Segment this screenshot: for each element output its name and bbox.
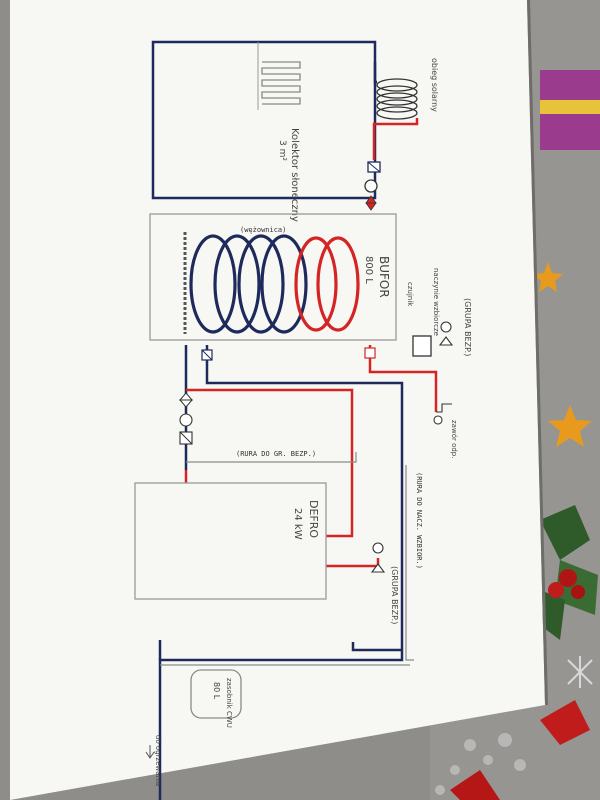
vent-valve: zawór odp. [433,403,458,458]
collector-meander [261,61,301,105]
solar-collector [151,40,377,200]
holly-decoration [540,505,598,640]
buffer-capacity: 800 L [363,256,374,284]
heating-outlet: do ogrzewania [145,735,162,786]
pencil-pipe-expansion [405,465,414,661]
left-valve-group [178,347,376,445]
star-decoration [533,262,592,447]
cold-return-pipe [158,345,404,800]
safety-group-bottom: (GRUPA BEZP.) [370,542,399,624]
solar-cold-pipe [373,62,377,84]
left-ball-valve-icon [178,392,194,408]
buffer-tank: (wężownica) BUFOR 800 L czujnik [149,213,414,341]
tinsel-decoration [435,733,526,795]
collector-label: Kolektor słoneczny [289,128,300,222]
dhw-tank-capacity: 80 L [212,682,221,700]
buffer-coil-cold [189,234,308,334]
collector-outline [151,40,377,200]
solar-hot-pipe [372,118,419,160]
boiler-title: DEFRO [307,500,320,538]
boiler-defro: DEFRO 24 kW [134,482,327,600]
safety-group-bottom-label: (GRUPA BEZP.) [390,566,399,624]
dhw-tank-icon [412,335,432,357]
gift-ribbon-decoration [540,70,600,150]
boiler-outline [134,482,327,600]
buffer-coil-hot [294,236,360,332]
left-pump-icon [179,413,193,427]
to-heating-label: do ogrzewania [154,735,162,786]
red-bow-decoration [450,700,590,800]
solar-coil [376,78,418,120]
paper-shadow [527,0,548,705]
buffer-coil-label: (wężownica) [240,226,286,234]
safety-group-top: (GRUPA BEZP.) naczynie wzbiorcze [432,268,472,356]
solar-loop-label: obieg solarny [430,58,439,112]
buffer-sensor-label: czujnik [406,282,414,307]
pencil-pipe-to-safety [186,452,357,463]
solar-ball-valve-icon [365,195,377,211]
buffer-title: BUFOR [377,256,391,298]
vent-valve-label: zawór odp. [450,420,458,458]
dhw-tank-label: zasobnik CWU [225,678,233,728]
dhw-tank: zasobnik CWU 80 L [190,669,242,728]
boiler-power: 24 kW [292,508,303,540]
to-safety-group-label: (RURA DO GR. BEZP.) [236,450,316,458]
to-expansion-label: (RURA DO NACZ. WZBIOR.) [415,472,423,569]
dhw-tank-outline [190,669,242,719]
safety-group-top-label: (GRUPA BEZP.) [463,298,472,356]
buffer-outline [149,213,397,341]
solar-pump-icon [364,179,378,193]
collector-area-label: 3 m² [277,140,287,161]
hot-boiler-pipe [186,388,354,538]
cold-right-pipe [351,642,402,652]
paper-sheet [10,0,545,800]
buffer-outlet-valve [364,347,376,359]
expansion-vessel-label-top: naczynie wzbiorcze [432,268,440,336]
snowflake-decoration [567,656,593,688]
solar-valve-group [364,161,381,211]
